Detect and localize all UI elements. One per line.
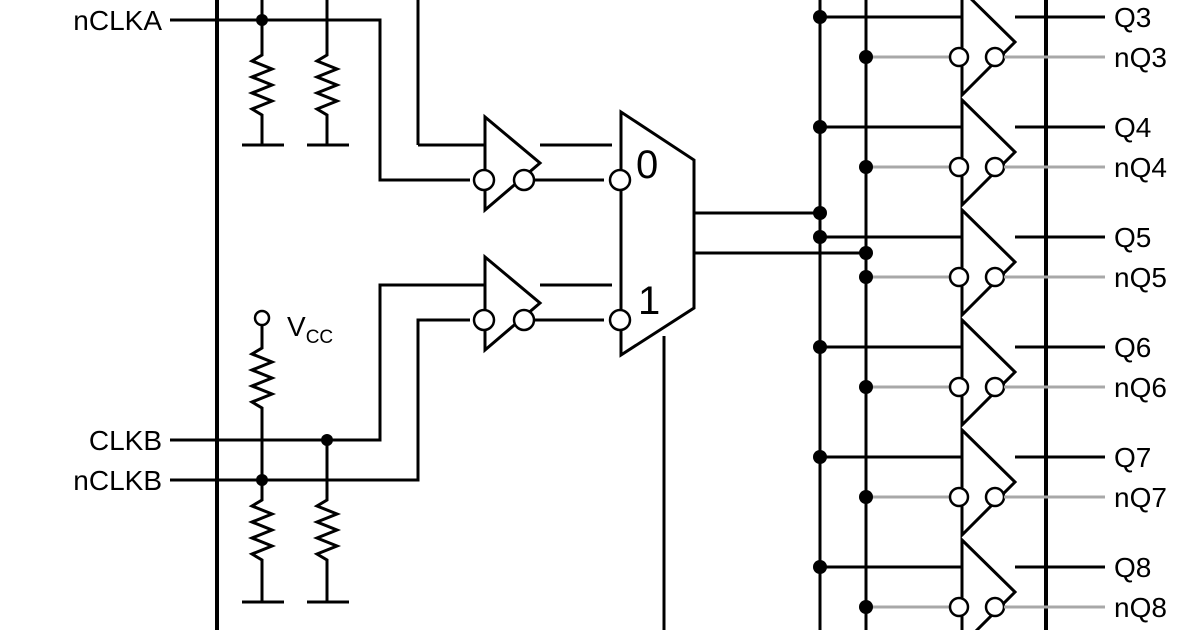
input-label-nclka: nCLKA	[73, 5, 162, 36]
output-buffer	[813, 426, 1105, 539]
clkb-input-network	[170, 283, 485, 604]
mux-input-label-1: 1	[638, 279, 660, 323]
output-label-q: Q6	[1114, 332, 1151, 363]
output-label-q: Q4	[1114, 112, 1151, 143]
multiplexer	[608, 109, 866, 630]
output-label-nq: nQ6	[1114, 372, 1167, 403]
clka-input-network	[170, 0, 485, 182]
receiver-buffer-b	[472, 253, 612, 354]
output-label-nq: nQ8	[1114, 592, 1167, 623]
chip-boundary	[215, 0, 1048, 630]
clock-bus	[813, 0, 873, 630]
input-label-nclkb: nCLKB	[73, 465, 162, 496]
output-buffer	[813, 316, 1105, 429]
output-label-nq: nQ5	[1114, 262, 1167, 293]
output-label-nq: nQ4	[1114, 152, 1167, 183]
receiver-buffer-a	[472, 113, 612, 214]
input-label-clkb: CLKB	[89, 425, 162, 456]
output-label-q: Q7	[1114, 442, 1151, 473]
output-buffers	[813, 0, 1105, 630]
output-label-nq: nQ3	[1114, 42, 1167, 73]
output-label-q: Q8	[1114, 552, 1151, 583]
supply-label: VCC	[287, 311, 333, 348]
output-label-q: Q5	[1114, 222, 1151, 253]
output-label-nq: nQ7	[1114, 482, 1167, 513]
output-buffer	[813, 206, 1105, 319]
output-buffer	[813, 0, 1105, 99]
output-buffer	[813, 536, 1105, 630]
output-label-q: Q3	[1114, 2, 1151, 33]
output-buffer	[813, 96, 1105, 209]
mux-input-label-0: 0	[636, 143, 658, 187]
